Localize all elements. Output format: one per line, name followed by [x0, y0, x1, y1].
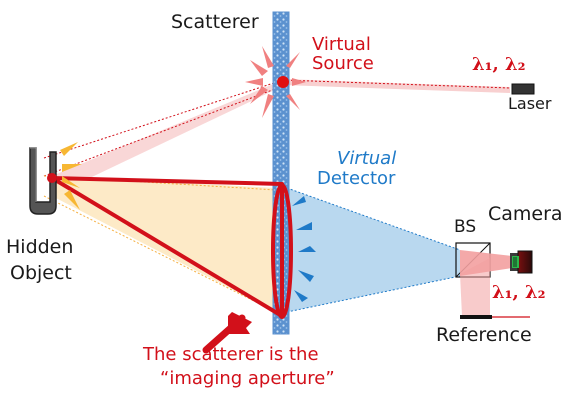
- camera: [510, 250, 533, 274]
- laser-wavelengths: λ₁, λ₂: [472, 54, 526, 75]
- aperture-triangle: [50, 176, 284, 318]
- laser: [511, 83, 535, 95]
- hidden-object-label-1: Hidden: [6, 236, 74, 258]
- virtual-source-label-2: Source: [312, 53, 374, 74]
- reference-wavelengths: λ₁, λ₂: [492, 282, 546, 303]
- reference-label: Reference: [436, 324, 532, 346]
- detector-arrows: [292, 196, 316, 302]
- virtual-source-label-1: Virtual: [312, 34, 371, 55]
- virtual-source: [245, 46, 306, 118]
- camera-label: Camera: [488, 203, 563, 225]
- virtual-detector-label-2: Detector: [317, 168, 396, 189]
- bs-label: BS: [454, 217, 477, 237]
- object-arrows: [60, 142, 82, 210]
- detector-beam: [287, 188, 460, 312]
- virtual-detector-label-1: Virtual: [337, 148, 397, 169]
- laser-beam: [283, 79, 510, 93]
- aperture-ellipse: [271, 183, 293, 319]
- laser-label: Laser: [508, 94, 552, 113]
- caption-line-1: The scatterer is the: [143, 344, 319, 365]
- scatterer: [272, 11, 290, 335]
- illumination-beam: [52, 80, 283, 196]
- caption-line-2: “imaging aperture”: [160, 368, 335, 389]
- scatterer-label: Scatterer: [171, 11, 259, 33]
- hidden-object-label-2: Object: [10, 262, 72, 284]
